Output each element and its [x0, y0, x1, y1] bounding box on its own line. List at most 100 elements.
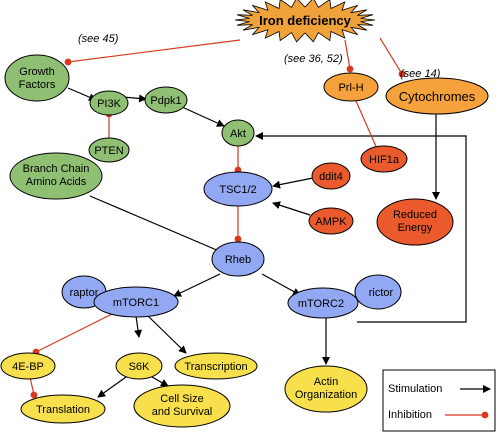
legend: Stimulation Inhibition	[382, 369, 496, 432]
edge-iron-inhibits-growth	[64, 39, 241, 66]
growth-factors-label-2: Factors	[19, 79, 56, 91]
ref-see-36-52: (see 36, 52)	[284, 53, 343, 65]
reduced-energy-label-1: Reduced	[393, 209, 437, 221]
pdpk1-node: Pdpk1	[144, 86, 188, 114]
pi3k-label: PI3K	[97, 98, 122, 110]
cell-size-node: Cell Size and Survival	[133, 384, 231, 428]
growth-factors-shape	[4, 54, 70, 102]
ebp-node: 4E-BP	[0, 352, 56, 380]
edge-mtorc1-to-transcription	[147, 315, 187, 354]
ampk-label: AMPK	[315, 216, 347, 228]
transcription-node: Transcription	[174, 352, 258, 380]
pi3k-node: PI3K	[89, 90, 129, 116]
ddit4-node: ddit4	[311, 162, 351, 190]
ampk-shape	[308, 207, 354, 235]
edge-rheb-to-mtorc2	[261, 273, 301, 296]
rheb-node: Rheb	[211, 241, 265, 277]
edge-s6k-to-cellsize	[151, 376, 169, 387]
pten-shape	[88, 137, 130, 163]
edge-amino-to-rheb	[89, 195, 227, 255]
legend-inhibition-label: Inhibition	[388, 409, 432, 421]
tsc-node: TSC1/2	[203, 171, 273, 207]
tsc-label: TSC1/2	[219, 184, 256, 196]
rheb-shape	[211, 241, 265, 277]
akt-node: Akt	[221, 119, 255, 147]
cytochromes-label: Cytochromes	[399, 89, 476, 104]
rictor-node: rictor	[354, 274, 402, 310]
actin-shape	[284, 365, 368, 413]
s6k-shape	[115, 352, 163, 380]
s6k-node: S6K	[115, 352, 163, 380]
actin-label-2: Organization	[295, 389, 357, 401]
edge-iron-inhibits-cytochromes	[379, 37, 406, 78]
actin-node: Actin Organization	[284, 365, 368, 413]
edge-mtorc2-to-akt	[255, 132, 467, 323]
reduced-energy-node: Reduced Energy	[376, 198, 454, 246]
ampk-node: AMPK	[308, 207, 354, 235]
edge-pi3k-to-pdpk1	[122, 94, 147, 103]
branch-chain-node: Branch Chain Amino Acids	[9, 152, 103, 200]
rheb-label: Rheb	[225, 254, 251, 266]
ebp-label: 4E-BP	[12, 361, 44, 373]
branch-chain-label-1: Branch Chain	[23, 163, 90, 175]
pten-label: PTEN	[94, 145, 123, 157]
starburst-shape	[234, 0, 376, 43]
pi3k-shape	[89, 90, 129, 116]
edge-mtorc1-to-s6k	[134, 315, 142, 338]
pdpk1-shape	[144, 86, 188, 114]
legend-stimulation-label: Stimulation	[388, 383, 442, 395]
hif1a-label: HIF1a	[369, 154, 400, 166]
cell-size-label-1: Cell Size	[160, 393, 203, 405]
akt-shape	[221, 119, 255, 147]
hif1a-node: HIF1a	[360, 145, 408, 173]
translation-label: Translation	[36, 404, 90, 416]
legend-box	[382, 369, 496, 432]
edge-s6k-to-translation	[97, 376, 127, 398]
reduced-energy-label-2: Energy	[398, 222, 433, 234]
mtorc2-label: mTORC2	[298, 298, 344, 310]
rictor-shape	[354, 274, 402, 310]
cell-size-shape	[133, 384, 231, 428]
hif1a-shape	[360, 145, 408, 173]
ref-see-45: (see 45)	[78, 33, 119, 45]
growth-factors-label-1: Growth	[19, 66, 54, 78]
mtorc1-label: mTORC1	[113, 297, 159, 309]
edges	[29, 37, 467, 399]
reduced-energy-shape	[376, 198, 454, 246]
mtorc1-node: mTORC1	[93, 286, 179, 318]
ddit4-label: ddit4	[319, 171, 343, 183]
akt-label: Akt	[230, 128, 246, 140]
s6k-label: S6K	[129, 361, 150, 373]
cytochromes-node: Cytochromes	[385, 77, 489, 115]
cytochromes-shape	[385, 77, 489, 115]
transcription-shape	[174, 352, 258, 380]
cell-size-label-2: and Survival	[152, 406, 213, 418]
edge-pdpk1-to-akt	[181, 106, 225, 127]
tsc-shape	[203, 171, 273, 207]
prl-h-shape	[323, 72, 379, 102]
mtorc2-node: mTORC2	[287, 287, 359, 319]
edge-mtorc1-inhibits-4ebp	[32, 313, 113, 356]
transcription-label: Transcription	[184, 361, 247, 373]
translation-node: Translation	[20, 394, 106, 424]
iron-deficiency-node: Iron deficiency	[234, 0, 376, 43]
branch-chain-label-2: Amino Acids	[26, 176, 87, 188]
edge-ampk-to-tsc	[272, 201, 311, 216]
translation-shape	[20, 394, 106, 424]
mtorc2-shape	[287, 287, 359, 319]
growth-factors-node: Growth Factors	[4, 54, 70, 102]
edge-ddit4-to-tsc	[272, 177, 314, 189]
raptor-label: raptor	[70, 287, 99, 299]
branch-chain-shape	[9, 152, 103, 200]
pten-node: PTEN	[88, 137, 130, 163]
prl-h-node: Prl-H	[323, 72, 379, 102]
ebp-shape	[0, 352, 56, 380]
mtorc1-shape	[93, 286, 179, 318]
edge-rheb-to-mtorc1	[173, 273, 221, 297]
actin-label-1: Actin	[314, 376, 338, 388]
iron-deficiency-title: Iron deficiency	[259, 13, 352, 28]
ref-see-14: (see 14)	[400, 68, 441, 80]
rictor-label: rictor	[369, 287, 394, 299]
pdpk1-label: Pdpk1	[150, 95, 181, 107]
